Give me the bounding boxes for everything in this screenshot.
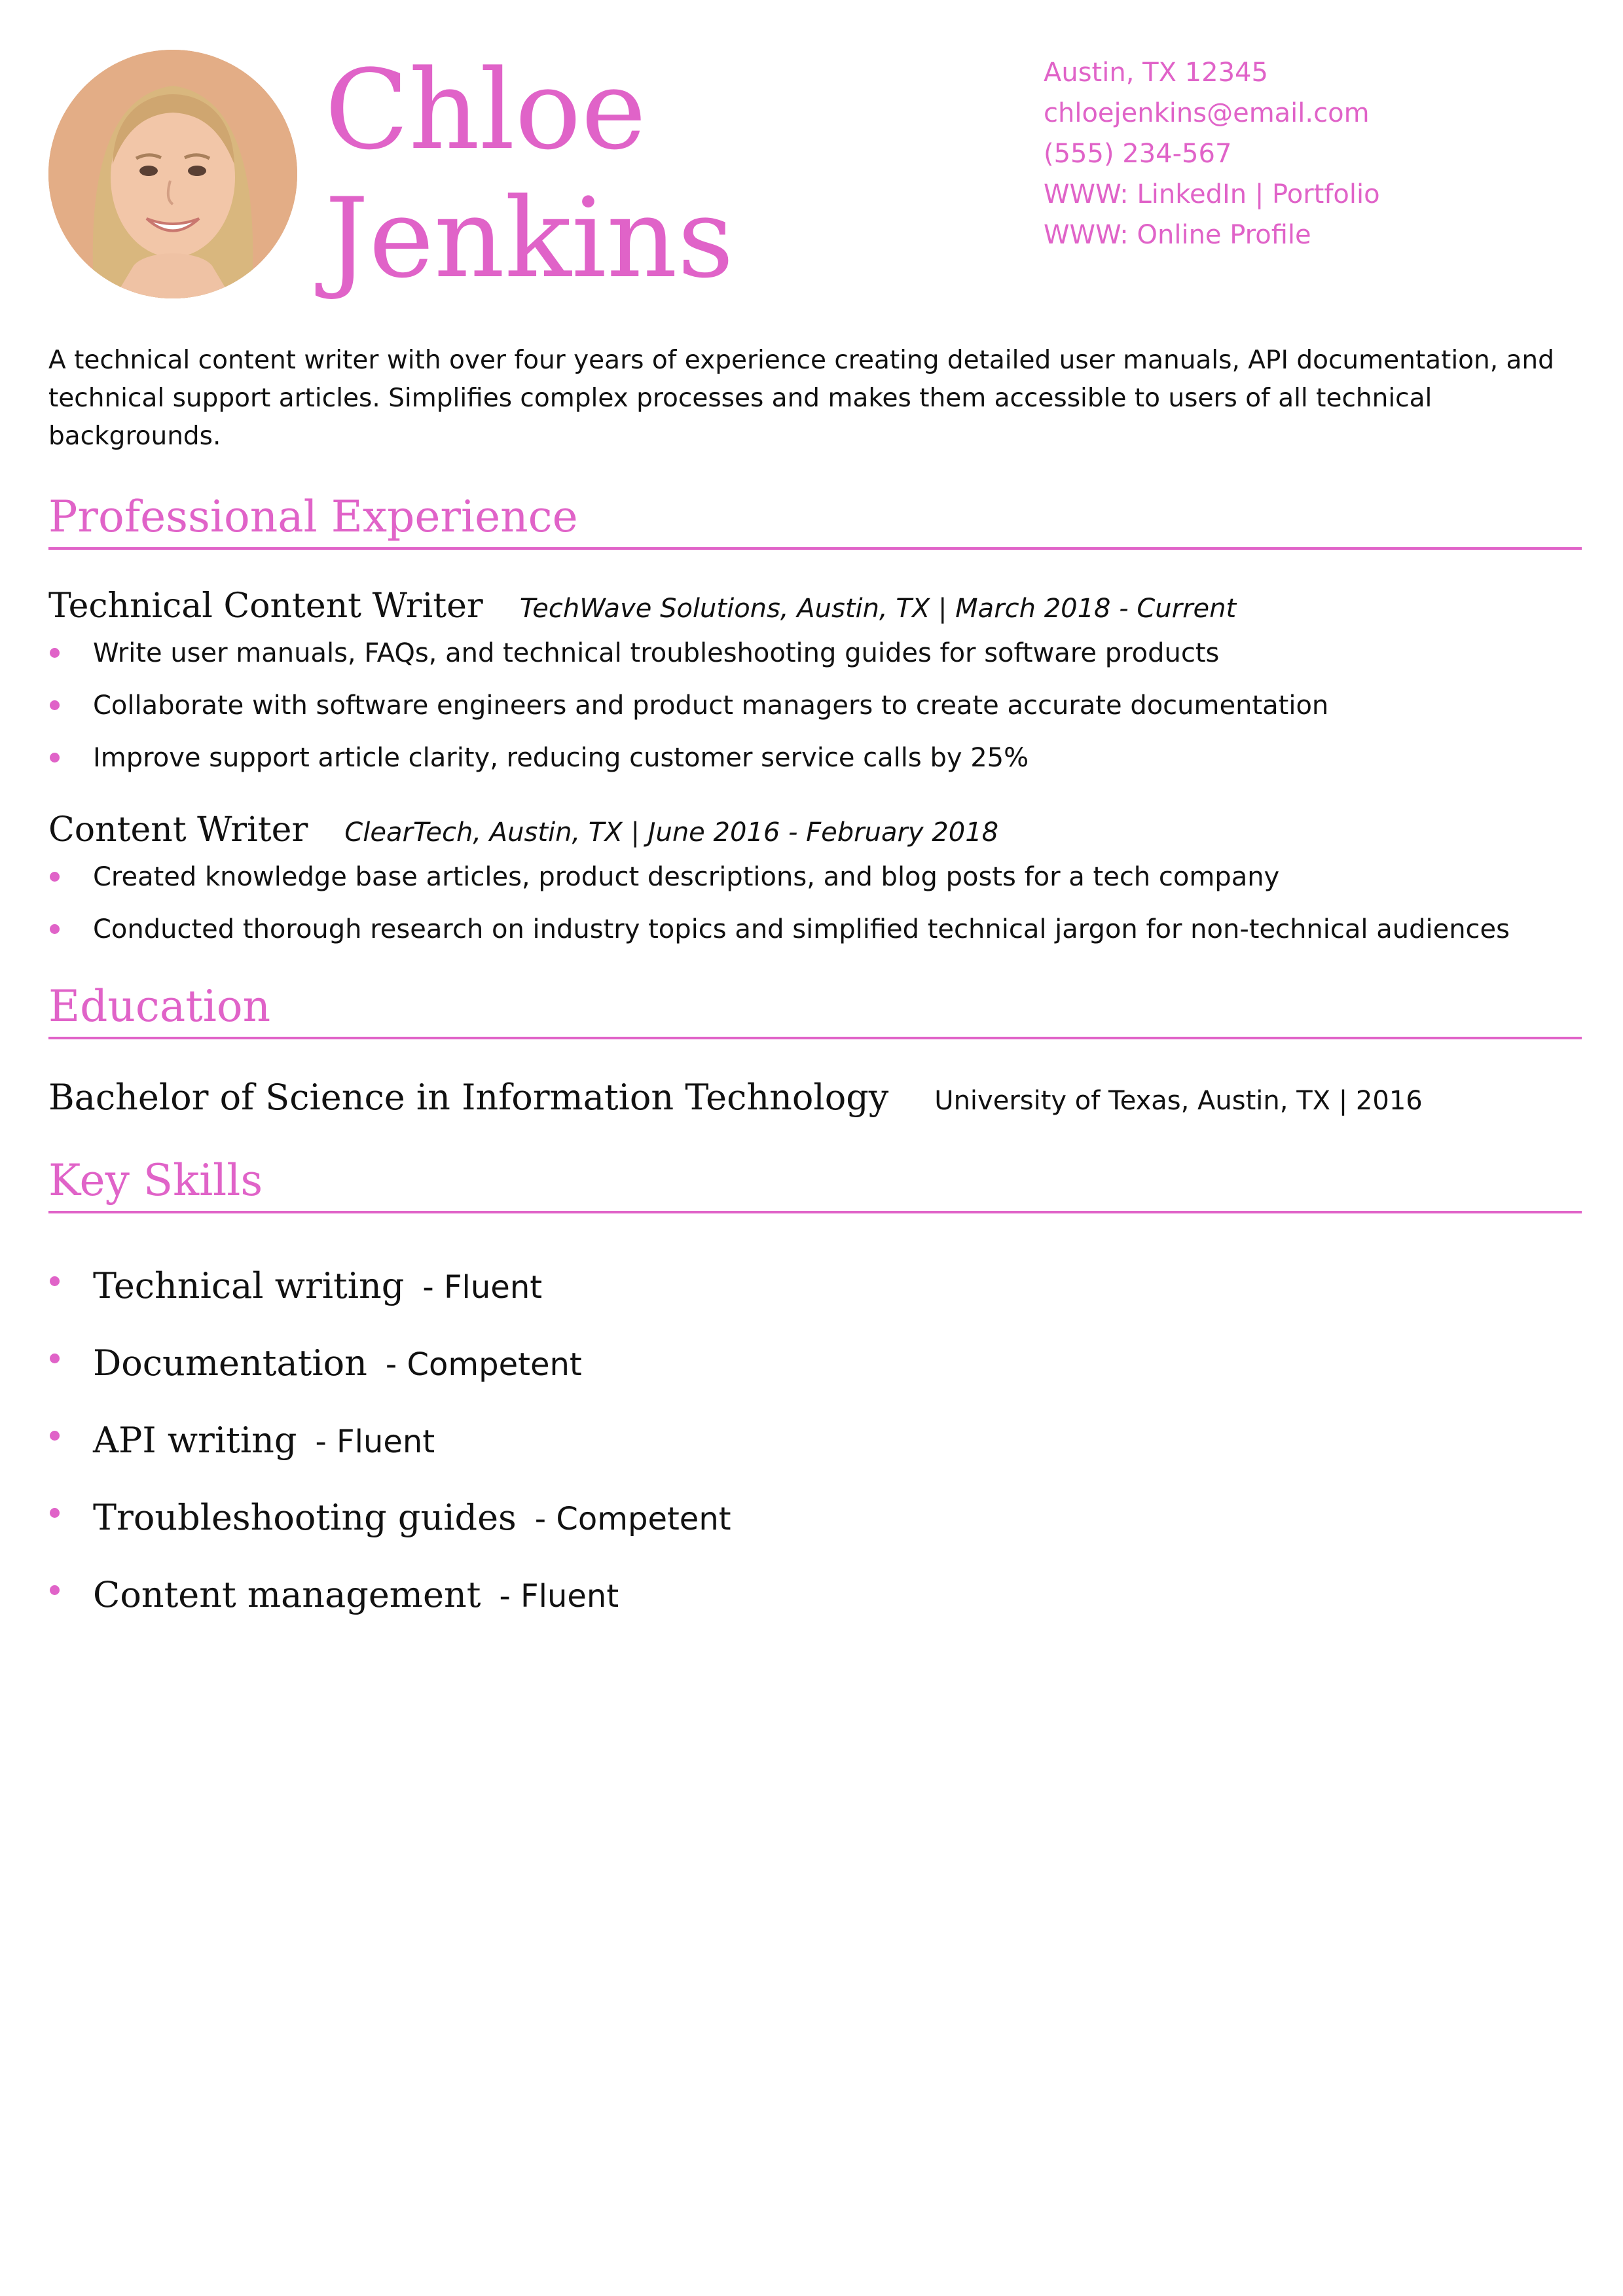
- list-item: Documentation - Competent: [48, 1325, 731, 1402]
- skill-name: API writing: [93, 1420, 297, 1461]
- list-item: Technical writing - Fluent: [48, 1247, 731, 1325]
- profile-photo: [48, 50, 297, 298]
- skills-list: Technical writing- Fluent Documentation-…: [48, 1247, 731, 1634]
- first-name: Chloe: [325, 46, 647, 174]
- contact-phone: (555) 234-567: [1044, 139, 1232, 169]
- skill-name: Documentation: [93, 1342, 367, 1384]
- skill-name: Content management: [93, 1574, 481, 1615]
- skills-heading: Key Skills: [48, 1153, 1582, 1213]
- job-details: , Austin, TX | June 2016 - February 2018: [473, 817, 999, 848]
- job-bullets: Created knowledge base articles, product…: [48, 851, 1510, 956]
- job-title: Content Writer: [48, 810, 308, 850]
- contact-email[interactable]: chloejenkins@email.com: [1044, 98, 1370, 128]
- list-item: Troubleshooting guides - Competent: [48, 1479, 731, 1556]
- contact-info: Austin, TX 12345 chloejenkins@email.com …: [1044, 52, 1380, 255]
- skill-name: Technical writing: [93, 1265, 405, 1306]
- job-details: , Austin, TX | March 2018 - Current: [780, 594, 1237, 624]
- summary-paragraph: A technical content writer with over fou…: [48, 346, 1554, 451]
- education-school: University of Texas, Austin, TX | 2016: [934, 1086, 1423, 1116]
- list-item: Content management - Fluent: [48, 1556, 731, 1634]
- contact-profile[interactable]: WWW: Online Profile: [1044, 220, 1311, 250]
- skill-level: - Fluent: [499, 1578, 619, 1615]
- list-item: API writing - Fluent: [48, 1402, 731, 1479]
- skill-level: - Competent: [385, 1346, 582, 1383]
- skill-level: - Fluent: [315, 1424, 435, 1460]
- contact-location: Austin, TX 12345: [1044, 58, 1268, 88]
- education-entry: Bachelor of Science in Information Techn…: [48, 1075, 1423, 1124]
- job-company: ClearTech: [344, 817, 473, 848]
- skill-level: - Competent: [534, 1501, 731, 1537]
- last-name: Jenkins: [325, 174, 734, 302]
- job-bullets: Write user manuals, FAQs, and technical …: [48, 627, 1328, 784]
- education-degree: Bachelor of Science in Information Techn…: [48, 1077, 889, 1118]
- job-company: TechWave Solutions: [519, 594, 780, 624]
- job-header: Technical Content Writer TechWave Solutio…: [48, 586, 1236, 628]
- candidate-name: Chloe Jenkins: [325, 46, 734, 302]
- job-header: Content Writer ClearTech, Austin, TX | Ju…: [48, 810, 998, 852]
- list-item: Conducted thorough research on industry …: [48, 903, 1510, 956]
- contact-links[interactable]: WWW: LinkedIn | Portfolio: [1044, 179, 1380, 209]
- list-item: Collaborate with software engineers and …: [48, 679, 1328, 732]
- experience-heading: Professional Experience: [48, 490, 1582, 550]
- education-heading: Education: [48, 979, 1582, 1039]
- skill-name: Troubleshooting guides: [93, 1497, 517, 1538]
- skill-level: - Fluent: [422, 1269, 543, 1306]
- job-title: Technical Content Writer: [48, 586, 483, 626]
- list-item: Improve support article clarity, reducin…: [48, 732, 1328, 784]
- list-item: Created knowledge base articles, product…: [48, 851, 1510, 903]
- list-item: Write user manuals, FAQs, and technical …: [48, 627, 1328, 679]
